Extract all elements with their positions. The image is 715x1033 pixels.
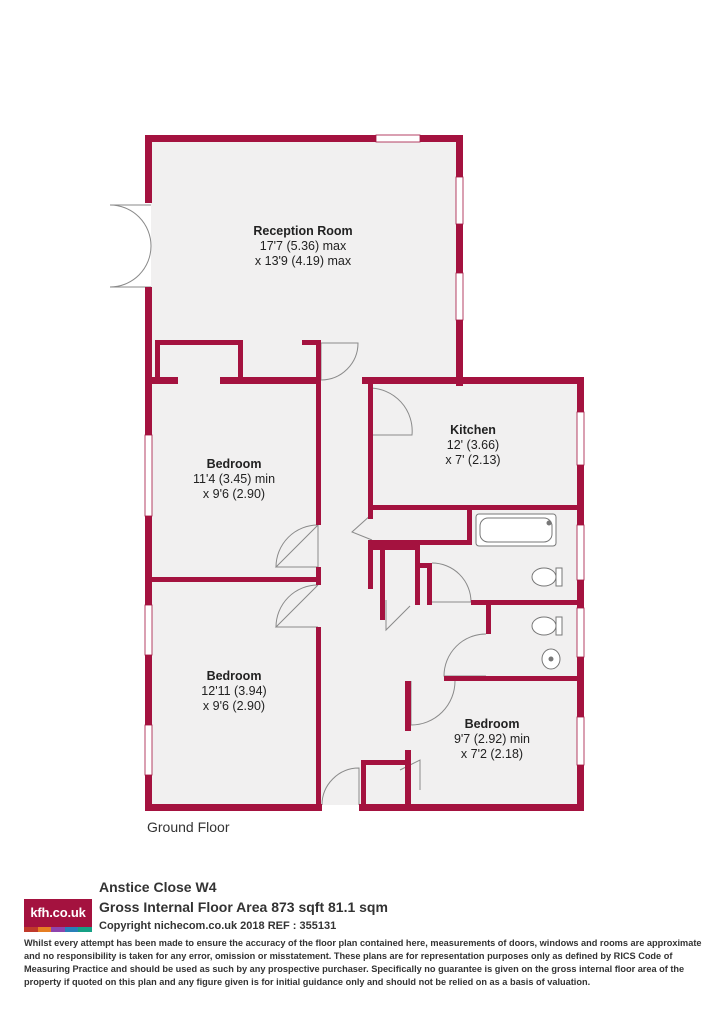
- room-bedroom-3: Bedroom 9'7 (2.92) min x 7'2 (2.18): [454, 717, 530, 761]
- room-kitchen: Kitchen 12' (3.66) x 7' (2.13): [445, 423, 500, 467]
- disclaimer-text: Whilst every attempt has been made to en…: [24, 938, 702, 987]
- room-dimension: x 7'2 (2.18): [461, 747, 523, 761]
- floor-area-text: Gross Internal Floor Area 873 sqft 81.1 …: [99, 899, 388, 915]
- room-bedroom-1: Bedroom 11'4 (3.45) min x 9'6 (2.90): [193, 457, 275, 501]
- room-dimension: 12' (3.66): [447, 438, 499, 452]
- room-dimension: x 13'9 (4.19) max: [255, 254, 352, 268]
- room-name: Kitchen: [450, 423, 496, 437]
- logo-color-bar: [24, 927, 38, 932]
- room-name: Bedroom: [465, 717, 520, 731]
- room-dimension: x 9'6 (2.90): [203, 487, 265, 501]
- fixtures: [475, 513, 563, 670]
- logo-color-bar: [51, 927, 65, 932]
- logo-color-bar: [78, 927, 92, 932]
- logo-text: kfh.co.uk: [30, 905, 86, 920]
- windows: [144, 134, 585, 776]
- walls: [145, 135, 584, 811]
- brand-logo: kfh.co.uk: [24, 899, 92, 932]
- room-dimension: 9'7 (2.92) min: [454, 732, 530, 746]
- room-bedroom-2: Bedroom 12'11 (3.94) x 9'6 (2.90): [201, 669, 266, 713]
- toilet-2: [531, 616, 557, 636]
- logo-color-bar: [64, 927, 79, 932]
- room-dimension: 11'4 (3.45) min: [193, 472, 275, 486]
- room-name: Bedroom: [207, 669, 262, 683]
- bathtub: [475, 513, 557, 547]
- floor-area: [151, 141, 578, 805]
- logo-color-bar: [37, 927, 52, 932]
- room-name: Bedroom: [207, 457, 262, 471]
- logo-color-bars: [24, 927, 92, 932]
- room-dimension: x 9'6 (2.90): [203, 699, 265, 713]
- property-address: Anstice Close W4: [99, 879, 217, 895]
- floor-label: Ground Floor: [147, 819, 230, 835]
- toilet-1: [531, 567, 557, 587]
- room-dimension: x 7' (2.13): [445, 453, 500, 467]
- room-reception: Reception Room 17'7 (5.36) max x 13'9 (4…: [253, 224, 352, 268]
- doors: [109, 204, 487, 806]
- room-dimension: 17'7 (5.36) max: [260, 239, 347, 253]
- room-name: Reception Room: [253, 224, 352, 238]
- copyright-text: Copyright nichecom.co.uk 2018 REF : 3551…: [99, 920, 337, 932]
- room-dimension: 12'11 (3.94): [201, 684, 266, 698]
